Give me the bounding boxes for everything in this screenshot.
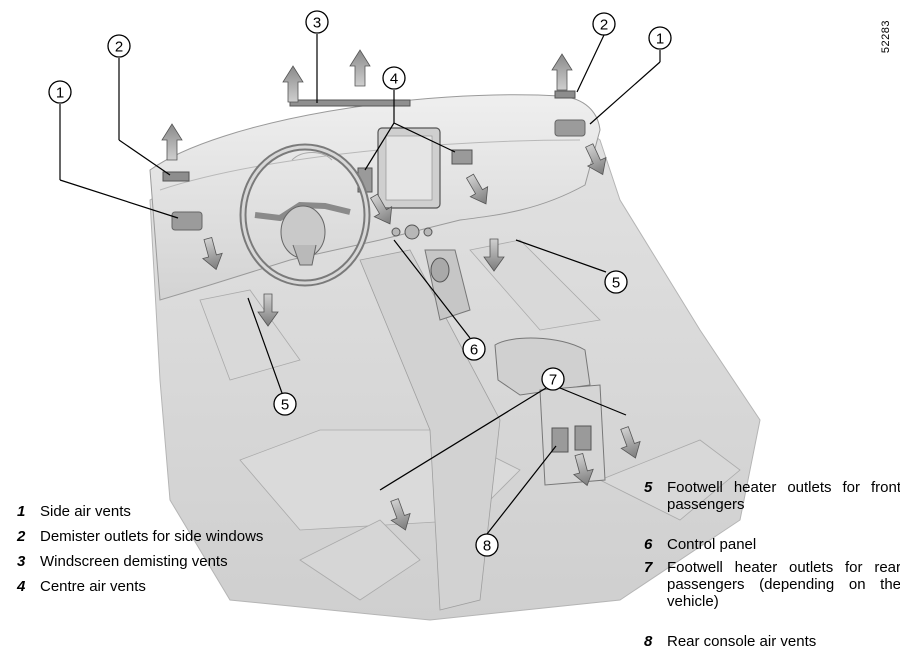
- svg-text:2: 2: [115, 39, 123, 56]
- legend-text: Centre air vents: [40, 578, 146, 595]
- svg-text:4: 4: [390, 71, 398, 88]
- svg-text:2: 2: [600, 17, 608, 34]
- legend-item: 4 Centre air vents: [17, 578, 317, 595]
- legend-text: Footwell heater outlets for front passen…: [667, 479, 900, 513]
- legend-right: 5 Footwell heater outlets for front passe…: [644, 479, 900, 656]
- control-knob: [404, 224, 420, 240]
- car-interior-illustration: 1 2 3 4 2 1 5 5 6 7 8: [48, 10, 761, 621]
- legend-number: 7: [644, 559, 653, 576]
- legend-item: 1 Side air vents: [17, 503, 317, 520]
- callout-3: 3: [305, 10, 329, 34]
- centre-vent-right: [451, 149, 473, 165]
- svg-text:3: 3: [313, 15, 321, 32]
- rear-console-vent-right: [574, 425, 592, 451]
- legend-item: 5 Footwell heater outlets for front passe…: [644, 479, 900, 530]
- legend-number: 2: [17, 528, 26, 545]
- legend-item: 7 Footwell heater outlets for rear passen…: [644, 559, 900, 627]
- callout-6: 6: [462, 337, 486, 361]
- side-vent-left: [171, 211, 203, 231]
- centre-console: [424, 249, 606, 486]
- legend-text: Demister outlets for side windows: [40, 528, 264, 545]
- legend-number: 1: [17, 503, 26, 520]
- callouts: 1 2 3 4 2 1 5 5 6 7 8: [48, 10, 672, 557]
- callout-1-left: 1: [48, 80, 72, 104]
- legend-text: Rear console air vents: [667, 633, 817, 650]
- svg-text:6: 6: [470, 342, 478, 359]
- demister-right: [554, 90, 576, 99]
- callout-1-right: 1: [648, 26, 672, 50]
- legend-number: 8: [644, 633, 653, 650]
- callout-5-left: 5: [273, 392, 297, 416]
- svg-text:7: 7: [549, 372, 557, 389]
- legend-number: 3: [17, 553, 26, 570]
- callout-2-left: 2: [107, 34, 131, 58]
- demister-left: [162, 171, 190, 182]
- windscreen-vent: [289, 99, 411, 107]
- figure-reference-number: 52283: [880, 20, 892, 54]
- leader-lines: [59, 34, 661, 535]
- legend-number: 4: [17, 578, 26, 595]
- side-vent-right: [554, 119, 586, 137]
- legend-number: 6: [644, 536, 653, 553]
- callout-5-right: 5: [604, 270, 628, 294]
- legend-item: 2 Demister outlets for side windows: [17, 528, 317, 545]
- callout-4: 4: [382, 66, 406, 90]
- svg-text:1: 1: [56, 85, 64, 102]
- callout-7: 7: [541, 367, 565, 391]
- svg-text:8: 8: [483, 538, 491, 555]
- legend-text: Control panel: [667, 536, 757, 553]
- svg-text:1: 1: [656, 31, 664, 48]
- legend-text: Windscreen demisting vents: [40, 553, 228, 570]
- legend-item: 3 Windscreen demisting vents: [17, 553, 317, 570]
- svg-text:5: 5: [612, 275, 620, 292]
- svg-text:5: 5: [281, 397, 289, 414]
- callout-2-right: 2: [592, 12, 616, 36]
- legend-number: 5: [644, 479, 653, 496]
- callout-8: 8: [475, 533, 499, 557]
- rear-console: [539, 384, 606, 486]
- legend-left: 1 Side air vents 2 Demister outlets for si…: [17, 503, 317, 603]
- legend-text: Footwell heater outlets for rear passeng…: [667, 559, 900, 610]
- legend-item: 8 Rear console air vents: [644, 633, 900, 650]
- legend-text: Side air vents: [40, 503, 131, 520]
- steering-wheel: [239, 143, 371, 287]
- legend-item: 6 Control panel: [644, 536, 900, 553]
